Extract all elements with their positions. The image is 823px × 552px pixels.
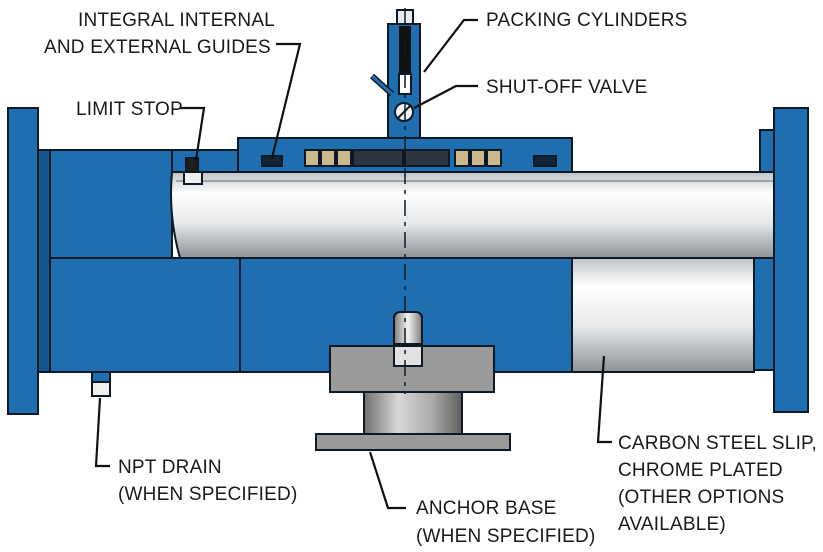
packing-cylinder <box>369 9 421 139</box>
body-lower <box>49 251 581 373</box>
label-anchor-base-line1: ANCHOR BASE <box>416 498 557 519</box>
label-npt-drain-line1: NPT DRAIN <box>118 457 222 478</box>
carbon-steel-slip <box>170 171 791 373</box>
left-flange <box>7 107 51 415</box>
label-carbon-steel-slip-line4: AVAILABLE) <box>618 514 726 535</box>
leader-lines <box>94 18 612 510</box>
label-packing-cylinders: PACKING CYLINDERS <box>486 10 688 31</box>
label-carbon-steel-slip-line3: (OTHER OPTIONS <box>618 487 784 508</box>
label-integral-guides-line1: INTEGRAL INTERNAL <box>78 10 275 31</box>
label-limit-stop: LIMIT STOP <box>76 99 183 120</box>
npt-drain <box>91 371 111 397</box>
label-anchor-base-line2: (WHEN SPECIFIED) <box>416 526 595 547</box>
label-integral-guides-line2: AND EXTERNAL GUIDES <box>44 37 271 58</box>
label-carbon-steel-slip-line2: CHROME PLATED <box>618 460 783 481</box>
right-flange <box>753 107 809 413</box>
label-carbon-steel-slip-line1: CARBON STEEL SLIP, <box>618 433 817 454</box>
limit-stop <box>183 157 203 185</box>
label-shut-off-valve: SHUT-OFF VALVE <box>486 77 648 98</box>
anchor-base <box>315 311 511 451</box>
packing-rings <box>261 149 557 167</box>
label-npt-drain-line2: (WHEN SPECIFIED) <box>118 484 297 505</box>
